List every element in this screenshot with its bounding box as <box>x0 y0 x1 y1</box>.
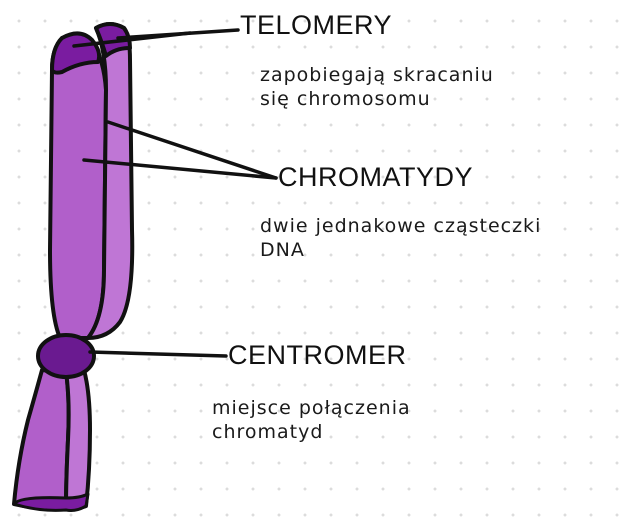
desc-centromere-line-2: chromatyd <box>212 420 411 444</box>
lower-left-chromatid <box>14 370 69 509</box>
centromere <box>38 335 94 377</box>
pointer-centromere <box>90 352 226 356</box>
label-chromatids: CHROMATYDY <box>278 162 473 193</box>
desc-centromere: miejsce połączenia chromatyd <box>212 396 411 444</box>
desc-chromatids: dwie jednakowe cząsteczki DNA <box>260 214 541 262</box>
lower-right-chromatid <box>66 370 90 509</box>
desc-telomeres: zapobiegają skracaniu się chromosomu <box>260 63 494 111</box>
desc-telomeres-line-2: się chromosomu <box>260 87 494 111</box>
desc-telomeres-line-1: zapobiegają skracaniu <box>260 63 494 87</box>
upper-left-chromatid <box>50 38 106 338</box>
desc-chromatids-line-1: dwie jednakowe cząsteczki <box>260 214 541 238</box>
desc-chromatids-line-2: DNA <box>260 238 541 262</box>
label-centromere: CENTROMER <box>228 340 407 371</box>
pointer-telomere-right <box>118 30 238 38</box>
label-telomeres: TELOMERY <box>240 10 392 41</box>
desc-centromere-line-1: miejsce połączenia <box>212 396 411 420</box>
